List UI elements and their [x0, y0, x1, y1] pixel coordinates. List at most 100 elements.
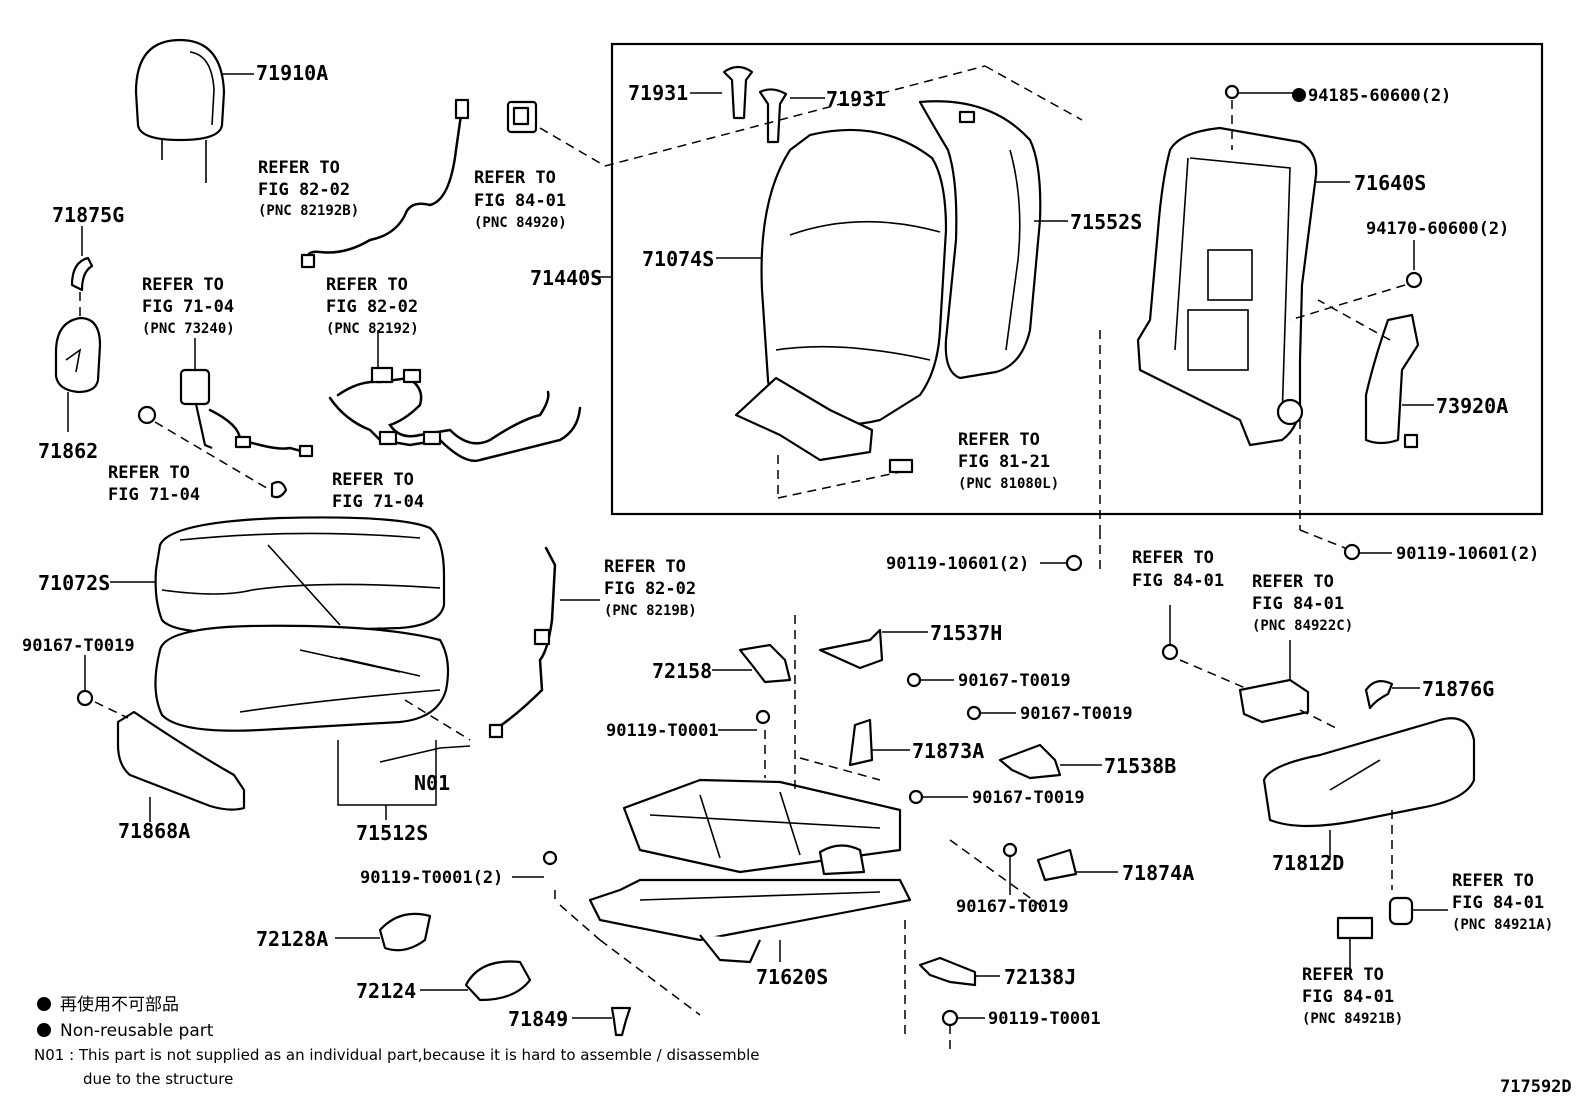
- label-71812D: 71812D: [1272, 851, 1344, 875]
- label-71862: 71862: [38, 439, 98, 463]
- note-line-2: due to the structure: [83, 1070, 233, 1088]
- label-90119-T0001-a: 90119-T0001: [606, 721, 719, 741]
- svg-text:FIG 84-01: FIG 84-01: [1302, 987, 1394, 1007]
- note-line-1: N01 : This part is not supplied as an in…: [34, 1046, 760, 1064]
- seat-track-adjuster: [554, 778, 912, 1016]
- assembly-guide: [604, 65, 986, 167]
- svg-text:FIG 71-04: FIG 71-04: [142, 297, 234, 317]
- label-90119-10601-b: 90119-10601(2): [1396, 544, 1539, 564]
- refer-82-02-8219b: REFER TO FIG 82-02 (PNC 8219B): [604, 557, 697, 619]
- svg-text:REFER TO: REFER TO: [958, 430, 1040, 450]
- side-airbag-cover: [1317, 299, 1434, 449]
- refer-71-04-73240: REFER TO FIG 71-04 (PNC 73240): [142, 275, 235, 337]
- refer-84-01-84921a: REFER TO FIG 84-01 (PNC 84921A): [1452, 871, 1553, 933]
- label-71512S: 71512S: [356, 821, 428, 845]
- seat-cushion-cover: [110, 516, 446, 634]
- svg-text:REFER TO: REFER TO: [108, 463, 190, 483]
- seat-back-pad: [918, 100, 1068, 380]
- label-90119-10601-a: 90119-10601(2): [886, 554, 1029, 574]
- svg-text:(PNC 82192): (PNC 82192): [326, 321, 419, 337]
- assembly-guide-2: [984, 65, 1083, 121]
- wire-harness-82192b: [300, 98, 470, 269]
- label-90119-T0001-b: 90119-T0001: [988, 1009, 1101, 1029]
- svg-text:REFER TO: REFER TO: [474, 168, 556, 188]
- svg-text:REFER TO: REFER TO: [1252, 572, 1334, 592]
- seat-back-cover: [716, 128, 948, 499]
- label-71876G: 71876G: [1422, 677, 1494, 701]
- svg-text:FIG 84-01: FIG 84-01: [1452, 893, 1544, 913]
- label-90167-T0019-d: 90167-T0019: [972, 788, 1085, 808]
- label-72124: 72124: [356, 979, 416, 1003]
- svg-text:REFER TO: REFER TO: [142, 275, 224, 295]
- recliner-knob-parts: [54, 226, 102, 432]
- label-90167-T0019-b: 90167-T0019: [958, 671, 1071, 691]
- refer-71-04-a: REFER TO FIG 71-04: [108, 463, 200, 505]
- svg-text:(PNC 8219B): (PNC 8219B): [604, 603, 697, 619]
- label-71868A: 71868A: [118, 819, 190, 843]
- label-71538B: 71538B: [1104, 754, 1176, 778]
- svg-text:FIG 82-02: FIG 82-02: [604, 579, 696, 599]
- label-90119-T0001-2: 90119-T0001(2): [360, 868, 503, 888]
- svg-text:FIG 82-02: FIG 82-02: [326, 297, 418, 317]
- label-71910A: 71910A: [256, 61, 328, 85]
- svg-text:FIG 71-04: FIG 71-04: [108, 485, 200, 505]
- svg-text:(PNC 84921A): (PNC 84921A): [1452, 917, 1553, 933]
- label-71873A: 71873A: [912, 739, 984, 763]
- label-N01: N01: [414, 771, 450, 795]
- refer-84-01-84922c: REFER TO FIG 84-01 (PNC 84922C): [1252, 572, 1353, 634]
- right-side-parts: [1161, 605, 1476, 976]
- label-71552S: 71552S: [1070, 210, 1142, 234]
- svg-text:(PNC 73240): (PNC 73240): [142, 321, 235, 337]
- track-brackets: [512, 615, 1118, 906]
- refer-71-04-b: REFER TO FIG 71-04: [332, 470, 424, 512]
- seat-cushion-pad: [154, 624, 471, 820]
- svg-text:FIG 81-21: FIG 81-21: [958, 452, 1050, 472]
- svg-text:(PNC 84921B): (PNC 84921B): [1302, 1011, 1403, 1027]
- legend-en: Non-reusable part: [60, 1021, 214, 1041]
- svg-text:FIG 82-02: FIG 82-02: [258, 180, 350, 200]
- label-94185: 94185-60600(2): [1308, 86, 1451, 106]
- refer-81-21: REFER TO FIG 81-21 (PNC 81080L): [958, 430, 1059, 492]
- figure-code: 717592D: [1500, 1077, 1572, 1097]
- label-71537H: 71537H: [930, 621, 1002, 645]
- clip-94170: [1289, 240, 1423, 321]
- label-90167-T0019-e: 90167-T0019: [956, 897, 1069, 917]
- wire-harness-8219b: [488, 546, 600, 739]
- label-94170: 94170-60600(2): [1366, 219, 1509, 239]
- label-71620S: 71620S: [756, 965, 828, 989]
- legend-bullet-jp: [37, 997, 51, 1011]
- seat-back-assembly-frame: [610, 42, 1544, 516]
- label-73920A: 73920A: [1436, 394, 1508, 418]
- track-end-covers: [335, 912, 1000, 1050]
- svg-text:REFER TO: REFER TO: [326, 275, 408, 295]
- legend-bullet-en: [37, 1023, 51, 1037]
- wire-harness-82192: [328, 330, 582, 463]
- label-71072S: 71072S: [38, 571, 110, 595]
- svg-text:REFER TO: REFER TO: [1452, 871, 1534, 891]
- svg-text:(PNC 84922C): (PNC 84922C): [1252, 618, 1353, 634]
- cushion-front-cover: [76, 655, 246, 822]
- refer-82-02-82192: REFER TO FIG 82-02 (PNC 82192): [326, 275, 419, 337]
- bolts-90119-10601: [1040, 529, 1392, 572]
- svg-text:FIG 84-01: FIG 84-01: [1252, 594, 1344, 614]
- connector-84920: [506, 100, 606, 167]
- label-71440S: 71440S: [530, 266, 602, 290]
- label-71849: 71849: [508, 1007, 568, 1031]
- svg-text:FIG 84-01: FIG 84-01: [1132, 571, 1224, 591]
- label-90167-T0019-c: 90167-T0019: [1020, 704, 1133, 724]
- svg-text:(PNC 82192B): (PNC 82192B): [258, 203, 359, 219]
- label-71874A: 71874A: [1122, 861, 1194, 885]
- svg-text:REFER TO: REFER TO: [258, 158, 340, 178]
- seat-belt-buckle: [137, 338, 314, 499]
- label-71640S: 71640S: [1354, 171, 1426, 195]
- label-71875G: 71875G: [52, 203, 124, 227]
- svg-text:FIG 71-04: FIG 71-04: [332, 492, 424, 512]
- headrest-support-clips: [690, 65, 825, 144]
- refer-82-02-82192b: REFER TO FIG 82-02 (PNC 82192B): [258, 158, 359, 219]
- svg-text:FIG 84-01: FIG 84-01: [474, 191, 566, 211]
- refer-84-01-84921b: REFER TO FIG 84-01 (PNC 84921B): [1302, 965, 1403, 1027]
- refer-84-01-plain: REFER TO FIG 84-01: [1132, 548, 1224, 591]
- headrest-part: [134, 38, 254, 183]
- svg-text:REFER TO: REFER TO: [1132, 548, 1214, 568]
